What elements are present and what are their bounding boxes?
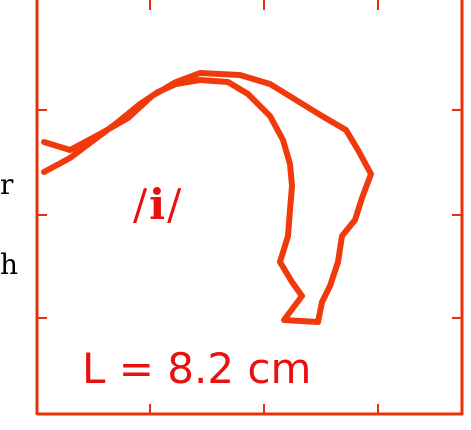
left-edge-text-fragment: h [0, 248, 18, 281]
phoneme-slash-close: / [167, 180, 183, 229]
phoneme-slash-open: / [133, 180, 149, 229]
tract-length-label: L = 8.2 cm [82, 344, 311, 393]
left-edge-text-fragment: r [0, 168, 13, 201]
vocal-tract-upper-wall [44, 73, 371, 322]
phoneme-vowel: i [149, 180, 167, 229]
phoneme-label: /i/ [133, 180, 183, 229]
